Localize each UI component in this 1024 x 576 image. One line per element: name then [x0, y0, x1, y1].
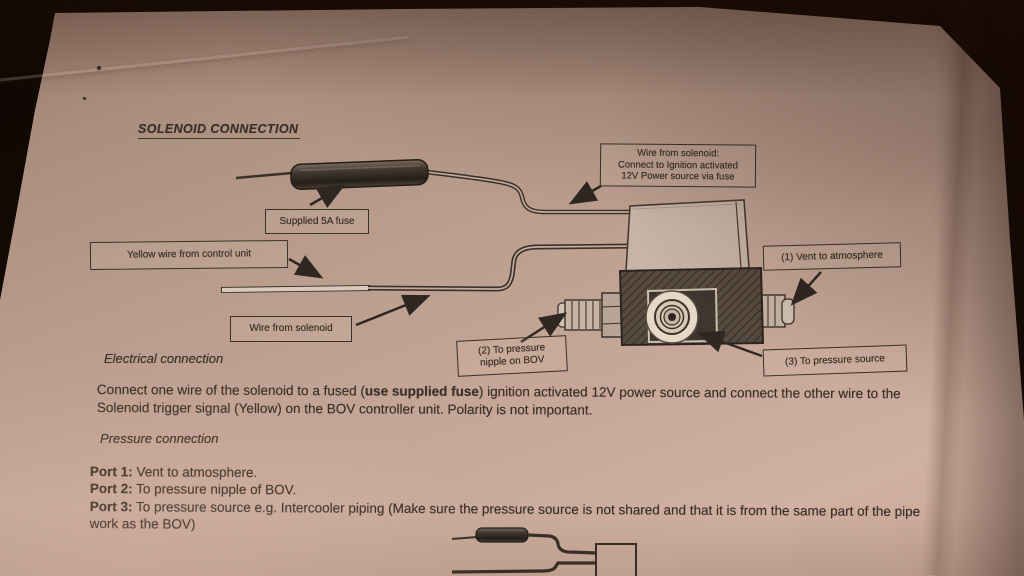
callout-line: (3) To pressure source [784, 352, 886, 368]
fuse-5a [290, 158, 429, 190]
arrow-to-fuse [309, 184, 346, 209]
yellow-control-wire [220, 285, 371, 293]
arrow-to-port1 [790, 271, 822, 306]
solenoid-valve-body [618, 266, 765, 347]
electrical-connection-title: Electrical connection [104, 351, 224, 366]
electrical-connection-paragraph: Connect one wire of the solenoid to a fu… [97, 381, 935, 421]
solenoid-lower-wire [367, 243, 637, 292]
callout-line: Yellow wire from control unit [126, 248, 252, 261]
callout-line: Supplied 5A fuse [279, 215, 355, 227]
callout-port3: (3) To pressure source [762, 344, 908, 377]
port-text: To pressure source e.g. Intercooler pipi… [89, 498, 921, 532]
callout-port1: (1) Vent to atmosphere [762, 242, 902, 271]
paragraph-text: Connect one wire of the solenoid to a fu… [96, 382, 365, 399]
callout-solenoid-wire-power: Wire from solenoid: Connect to Ignition … [599, 143, 757, 188]
callout-line: (1) Vent to atmosphere [780, 249, 883, 263]
arrow-to-solenoid-wire [355, 294, 431, 327]
port-text: Vent to atmosphere. [136, 464, 258, 481]
left-hose-barb [557, 292, 629, 338]
mini-diagram [451, 527, 637, 576]
arrow-to-yellow-wire [288, 255, 324, 279]
port-label: Port 3: [89, 498, 133, 514]
callout-line: Wire from solenoid: [637, 147, 720, 160]
callout-line: 12V Power source via fuse [621, 170, 735, 183]
paper-speck [83, 97, 86, 100]
port-list: Port 1: Vent to atmosphere. Port 2: To p… [90, 463, 942, 537]
arrow-to-port2 [520, 312, 568, 344]
arrow-to-port3 [696, 331, 763, 358]
port-label: Port 2: [89, 481, 133, 497]
callout-line: Wire from solenoid [249, 323, 333, 334]
solenoid-coil [625, 199, 750, 272]
callout-yellow-wire: Yellow wire from control unit [89, 239, 289, 271]
paper-speck [97, 66, 101, 70]
page-title: SOLENOID CONNECTION [138, 122, 301, 139]
callout-port2: (2) To pressure nipple on BOV [456, 335, 568, 377]
port-row: Port 3: To pressure source e.g. Intercoo… [90, 498, 942, 538]
fused-power-wire [235, 169, 636, 215]
paragraph-bold-text: use supplied fuse [364, 383, 479, 399]
callout-line: nipple on BOV [479, 354, 545, 369]
callout-supplied-fuse: Supplied 5A fuse [265, 209, 369, 234]
port-label: Port 1: [89, 463, 133, 480]
callout-wire-from-solenoid: Wire from solenoid [230, 316, 352, 342]
arrow-to-fused-wire [568, 181, 602, 205]
front-pressure-port [645, 290, 699, 344]
pressure-connection-title: Pressure connection [100, 431, 219, 446]
port-text: To pressure nipple of BOV. [136, 481, 297, 498]
